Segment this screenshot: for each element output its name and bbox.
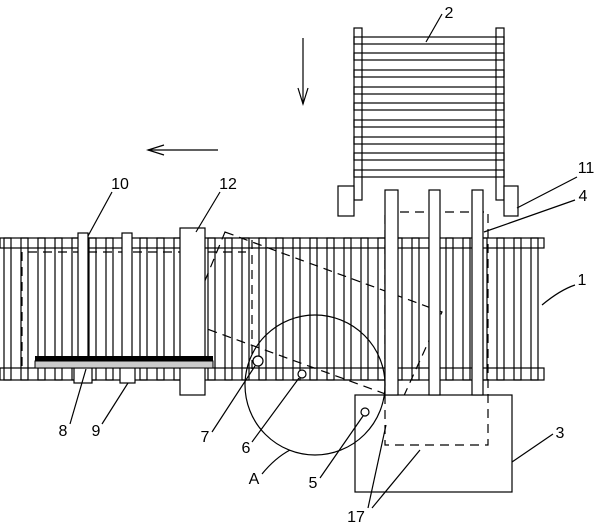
conveyor-slat [54, 237, 63, 381]
conveyor-slat [343, 237, 352, 381]
rack-rail-left [353, 27, 363, 201]
conveyor-slat [530, 237, 539, 381]
leader-17a [367, 424, 387, 509]
leader-7 [211, 365, 256, 433]
conveyor-slat [445, 237, 454, 381]
rack-rail-right [495, 27, 505, 201]
conveyor-slat [462, 237, 471, 381]
fork-bar-1 [384, 189, 399, 396]
leader-1 [541, 284, 576, 306]
strip-black [35, 356, 213, 361]
label-pivot-5: 5 [309, 475, 318, 492]
tall-bar-1 [77, 232, 89, 371]
pivot-5 [360, 407, 370, 417]
rack-bar [353, 86, 505, 95]
conveyor-slat [3, 237, 12, 381]
rack-bar [353, 152, 505, 161]
leader-9 [101, 382, 129, 425]
leader-2 [425, 13, 443, 43]
tilted-hidden-outline [187, 231, 443, 401]
leader-lines [69, 13, 578, 509]
rack-bar [353, 102, 505, 111]
label-detail: A [249, 471, 260, 488]
conveyor-slat [258, 237, 267, 381]
conveyor-slat [326, 237, 335, 381]
detail-circle [244, 314, 386, 456]
leader-12 [195, 191, 221, 233]
conveyor-slat [207, 237, 216, 381]
left-hidden-frame [21, 251, 246, 366]
conveyor-slat [105, 237, 114, 381]
arrow-down-icon [297, 38, 309, 107]
rack-bar [353, 169, 505, 178]
label-pivot-7: 7 [201, 429, 210, 446]
conveyor-bottom-rail [0, 367, 545, 381]
conveyor-slat [513, 237, 522, 381]
leader-4 [483, 199, 576, 233]
conveyor-slat [224, 237, 233, 381]
label-strip: 8 [59, 423, 68, 440]
conveyor-slat [20, 237, 29, 381]
conveyor-slat [275, 237, 284, 381]
conveyor-slat [241, 237, 250, 381]
arrow-left-icon [145, 144, 218, 156]
strip-hatched [34, 360, 214, 369]
fork-bar-2 [428, 189, 441, 396]
rack-bar [353, 52, 505, 61]
label-post: 12 [219, 176, 237, 193]
label-block: 9 [92, 423, 101, 440]
tall-bar-2 [121, 232, 133, 371]
conveyor-slat [37, 237, 46, 381]
fork-bar-3 [471, 189, 484, 396]
leader-8 [69, 368, 87, 425]
label-pivot-6: 6 [242, 440, 251, 457]
label-box: 3 [556, 425, 565, 442]
leader-5 [319, 415, 364, 479]
label-fork: 4 [579, 188, 588, 205]
conveyor-slat [360, 237, 369, 381]
leader-11 [516, 176, 578, 209]
label-hidden-outline: 17 [347, 509, 365, 526]
rack-bar [353, 69, 505, 78]
conveyor-slat [309, 237, 318, 381]
conveyor-slat [496, 237, 505, 381]
rack-bar [353, 119, 505, 128]
arrow-left-head [145, 144, 165, 156]
leader-6 [251, 377, 300, 443]
pivot-6 [297, 369, 307, 379]
leader-A [261, 449, 291, 475]
label-rack: 2 [445, 5, 454, 22]
rack [337, 27, 519, 217]
label-conveyor: 1 [578, 272, 587, 289]
post-block [179, 227, 206, 396]
leader-3 [511, 433, 554, 463]
leader-10 [87, 191, 113, 237]
arrow-down-head [297, 87, 309, 107]
rack-bar [353, 136, 505, 145]
conveyor-slat [156, 237, 165, 381]
conveyor-slat [292, 237, 301, 381]
pivot-7 [252, 355, 264, 367]
rack-side-block-left [337, 185, 355, 217]
conveyor-top-rail [0, 237, 545, 249]
rack-side-block-right [503, 185, 519, 217]
conveyor-slat [139, 237, 148, 381]
conveyor-slat [411, 237, 420, 381]
lower-block-2 [119, 367, 136, 384]
label-bar: 10 [111, 176, 129, 193]
label-side-block: 11 [578, 160, 595, 177]
leader-17b [371, 449, 421, 509]
reference-labels: 2 10 12 11 4 1 3 17 5 A 6 7 8 9 [59, 5, 595, 526]
box [354, 394, 513, 493]
conveyor-slat [377, 237, 386, 381]
rack-bar [353, 36, 505, 45]
rack-bars [353, 36, 505, 178]
